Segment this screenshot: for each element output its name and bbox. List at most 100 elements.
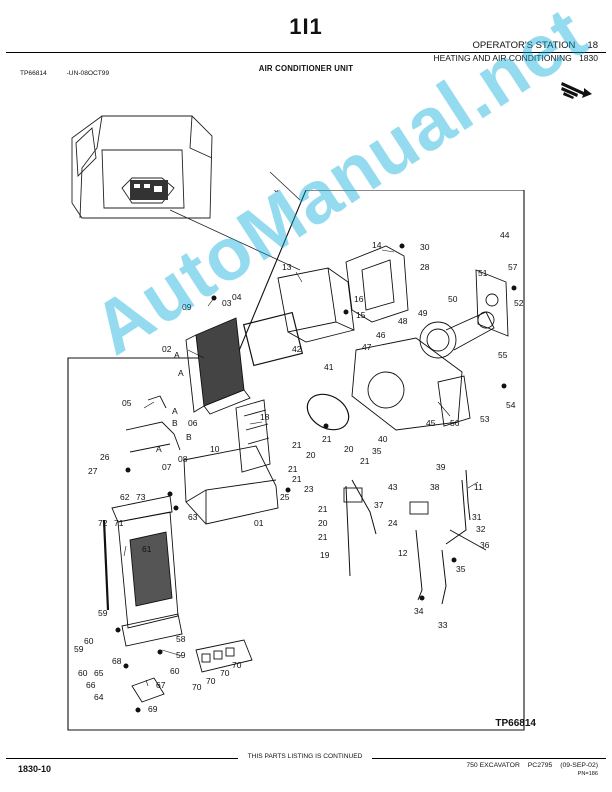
callout-38: 38 bbox=[430, 482, 440, 492]
callout-0: 0 bbox=[274, 190, 279, 194]
callout-66: 66 bbox=[86, 680, 96, 690]
callout-60a: 60 bbox=[84, 636, 94, 646]
callout-23: 23 bbox=[304, 484, 314, 494]
callout-numbers: 0 09 03 04 02 13 14 30 28 16 15 42 44 51… bbox=[74, 190, 524, 714]
callout-B1: B bbox=[172, 418, 178, 428]
callout-56: 56 bbox=[450, 418, 460, 428]
callout-A3: A bbox=[172, 406, 178, 416]
pn-number: PN=186 bbox=[577, 771, 598, 777]
expansion-valve bbox=[343, 487, 429, 515]
callout-72: 72 bbox=[98, 518, 108, 528]
blower-housing bbox=[351, 337, 471, 431]
callout-12: 12 bbox=[398, 548, 408, 558]
callout-21d: 21 bbox=[360, 456, 370, 466]
pipes bbox=[125, 395, 181, 453]
callout-73: 73 bbox=[136, 492, 146, 502]
footer-rule-right bbox=[372, 758, 606, 759]
callout-42: 42 bbox=[292, 344, 302, 354]
callout-69: 69 bbox=[148, 704, 158, 714]
callout-61: 61 bbox=[142, 544, 152, 554]
heater-core bbox=[235, 399, 271, 473]
callout-09: 09 bbox=[182, 302, 192, 312]
lower-housing bbox=[111, 495, 179, 629]
callout-06: 06 bbox=[188, 418, 198, 428]
diagram-ref: TP66814 bbox=[495, 718, 536, 729]
gasket bbox=[242, 311, 304, 367]
catalog-date: (09-SEP-02) bbox=[560, 762, 598, 769]
callout-08: 08 bbox=[178, 454, 188, 464]
callout-36: 36 bbox=[480, 540, 490, 550]
section-title: OPERATOR'S STATION bbox=[472, 40, 576, 51]
arrow-icon bbox=[561, 82, 592, 99]
model-name: 750 EXCAVATOR bbox=[466, 762, 520, 769]
callout-70d: 70 bbox=[192, 682, 202, 692]
leader-lines bbox=[169, 171, 301, 271]
blower-plate bbox=[475, 269, 509, 337]
callout-62: 62 bbox=[120, 492, 130, 502]
fasteners bbox=[115, 243, 517, 713]
upper-duct bbox=[345, 245, 409, 323]
callout-A2: A bbox=[178, 368, 184, 378]
lower-case bbox=[183, 445, 279, 525]
callout-43: 43 bbox=[388, 482, 398, 492]
callout-30: 30 bbox=[420, 242, 430, 252]
section-number: 18 bbox=[587, 40, 598, 51]
callout-20c: 20 bbox=[318, 518, 328, 528]
callout-18: 18 bbox=[260, 412, 270, 422]
callout-21b: 21 bbox=[292, 440, 302, 450]
callout-52: 52 bbox=[514, 298, 524, 308]
callout-21a: 21 bbox=[322, 434, 332, 444]
figure-ref-top: TP66814 -UN-08OCT99 bbox=[20, 70, 127, 77]
callout-70c: 70 bbox=[206, 676, 216, 686]
callout-10: 10 bbox=[210, 444, 220, 454]
callout-11: 11 bbox=[474, 482, 483, 492]
callout-26: 26 bbox=[100, 452, 110, 462]
subsection-header: HEATING AND AIR CONDITIONING 1830 bbox=[433, 53, 598, 63]
continued-note: THIS PARTS LISTING IS CONTINUED bbox=[247, 753, 363, 760]
relay-bracket bbox=[121, 613, 183, 647]
callout-71: 71 bbox=[114, 518, 124, 528]
callout-15: 15 bbox=[356, 310, 366, 320]
callout-64: 64 bbox=[94, 692, 104, 702]
mount-bracket bbox=[131, 677, 165, 703]
callout-70a: 70 bbox=[232, 660, 242, 670]
relay-block bbox=[195, 639, 253, 673]
callout-25: 25 bbox=[280, 492, 290, 502]
callout-A4: A bbox=[156, 444, 162, 454]
callout-16: 16 bbox=[354, 294, 364, 304]
callout-57: 57 bbox=[508, 262, 518, 272]
callout-50: 50 bbox=[448, 294, 458, 304]
callout-53: 53 bbox=[480, 414, 490, 424]
callout-31: 31 bbox=[472, 512, 482, 522]
evaporator-core bbox=[185, 317, 251, 415]
hoses bbox=[345, 469, 487, 605]
callout-58: 58 bbox=[176, 634, 186, 644]
callout-22: 21 bbox=[292, 474, 302, 484]
footer-rule-left bbox=[6, 758, 238, 759]
callout-20b: 20 bbox=[306, 450, 316, 460]
upper-case bbox=[277, 267, 355, 343]
callout-14: 14 bbox=[372, 240, 382, 250]
callout-63: 63 bbox=[188, 512, 198, 522]
callout-35a: 35 bbox=[372, 446, 382, 456]
blend-door bbox=[306, 393, 350, 431]
catalog-number: PC2795 bbox=[527, 762, 553, 769]
callout-44: 44 bbox=[500, 230, 510, 240]
exploded-parts-diagram: 0 09 03 04 02 13 14 30 28 16 15 42 44 51… bbox=[67, 190, 525, 731]
blower-motor bbox=[419, 311, 495, 359]
callout-05: 05 bbox=[122, 398, 132, 408]
callout-21e: 21 bbox=[318, 504, 328, 514]
callout-32: 32 bbox=[476, 524, 486, 534]
callout-35b: 35 bbox=[456, 564, 466, 574]
callout-67: 67 bbox=[156, 680, 166, 690]
callout-B2: B bbox=[186, 432, 192, 442]
callout-46: 46 bbox=[376, 330, 386, 340]
cab-sketch bbox=[71, 115, 213, 219]
callout-48: 48 bbox=[398, 316, 408, 326]
model-line: 750 EXCAVATOR PC2795 (09-SEP-02) bbox=[460, 762, 598, 769]
callout-21f: 21 bbox=[318, 532, 328, 542]
seal bbox=[102, 519, 110, 611]
callout-49: 49 bbox=[418, 308, 428, 318]
header-rule bbox=[6, 52, 606, 53]
callout-27: 27 bbox=[88, 466, 98, 476]
